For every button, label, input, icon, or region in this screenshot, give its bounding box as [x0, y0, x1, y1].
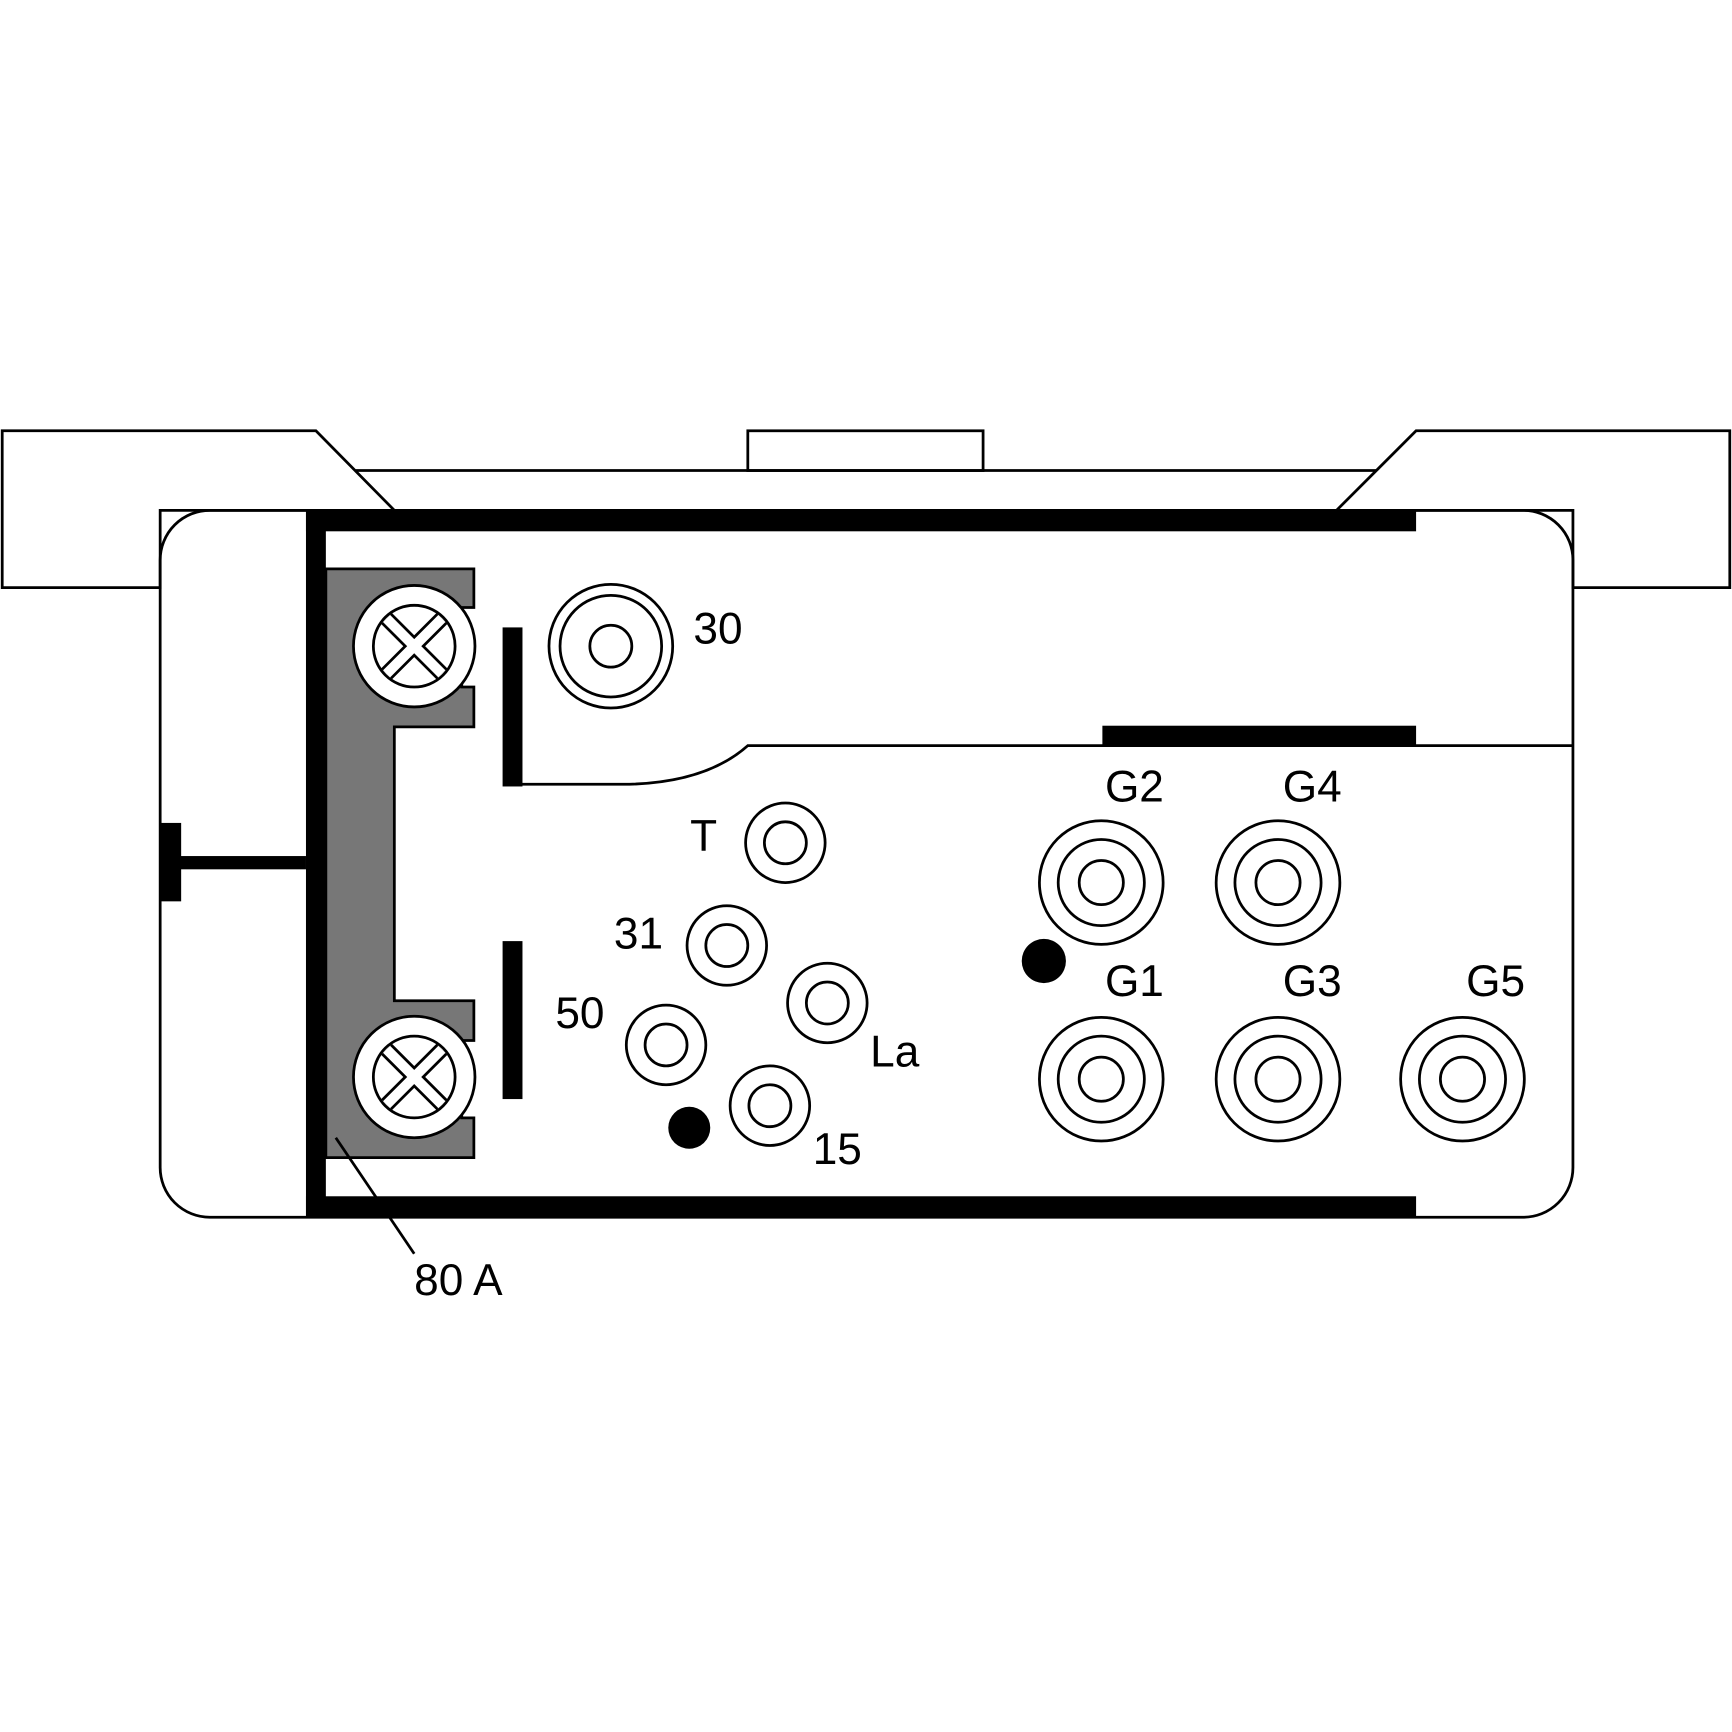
top-border-bar — [305, 510, 1417, 532]
left-stub — [176, 856, 306, 870]
label-G2: G2 — [1105, 762, 1164, 811]
marker-dot-small — [668, 1106, 711, 1149]
label-15: 15 — [813, 1125, 862, 1174]
contact-bar-upper — [502, 627, 523, 787]
label-T: T — [690, 812, 717, 861]
terminal-G4 — [1214, 819, 1342, 946]
terminal-15 — [728, 1064, 812, 1147]
contact-bar-lower — [502, 941, 523, 1100]
terminal-G2 — [1038, 819, 1165, 946]
top-tab — [746, 429, 985, 472]
partition-bar — [1102, 725, 1417, 746]
left-mounting-flange — [0, 429, 398, 590]
label-30: 30 — [693, 604, 742, 653]
terminal-31 — [685, 904, 768, 987]
terminal-G5 — [1399, 1015, 1526, 1143]
screw-top-icon — [352, 584, 477, 709]
right-mounting-flange — [1333, 429, 1732, 590]
terminal-T — [744, 801, 827, 884]
label-La: La — [870, 1028, 920, 1077]
terminal-30 — [547, 582, 675, 710]
label-31: 31 — [614, 909, 663, 958]
terminal-La — [786, 961, 869, 1045]
fuse-leader-line — [334, 1136, 416, 1255]
terminal-G3 — [1214, 1015, 1342, 1143]
terminal-G1 — [1038, 1015, 1165, 1143]
label-G4: G4 — [1283, 762, 1342, 811]
label-G1: G1 — [1105, 957, 1164, 1006]
left-stub-block — [160, 822, 182, 902]
screw-bottom-icon — [352, 1014, 477, 1140]
fuse-bracket — [324, 567, 476, 1159]
label-50: 50 — [555, 989, 604, 1038]
marker-dot-G — [1021, 938, 1066, 984]
partition-line — [511, 744, 1573, 786]
bottom-border-bar — [305, 1196, 1417, 1218]
label-fuse-80A: 80 A — [414, 1256, 503, 1305]
left-border-bar — [305, 510, 326, 1218]
label-G3: G3 — [1283, 957, 1342, 1006]
label-G5: G5 — [1466, 957, 1525, 1006]
terminal-50 — [624, 1003, 708, 1087]
